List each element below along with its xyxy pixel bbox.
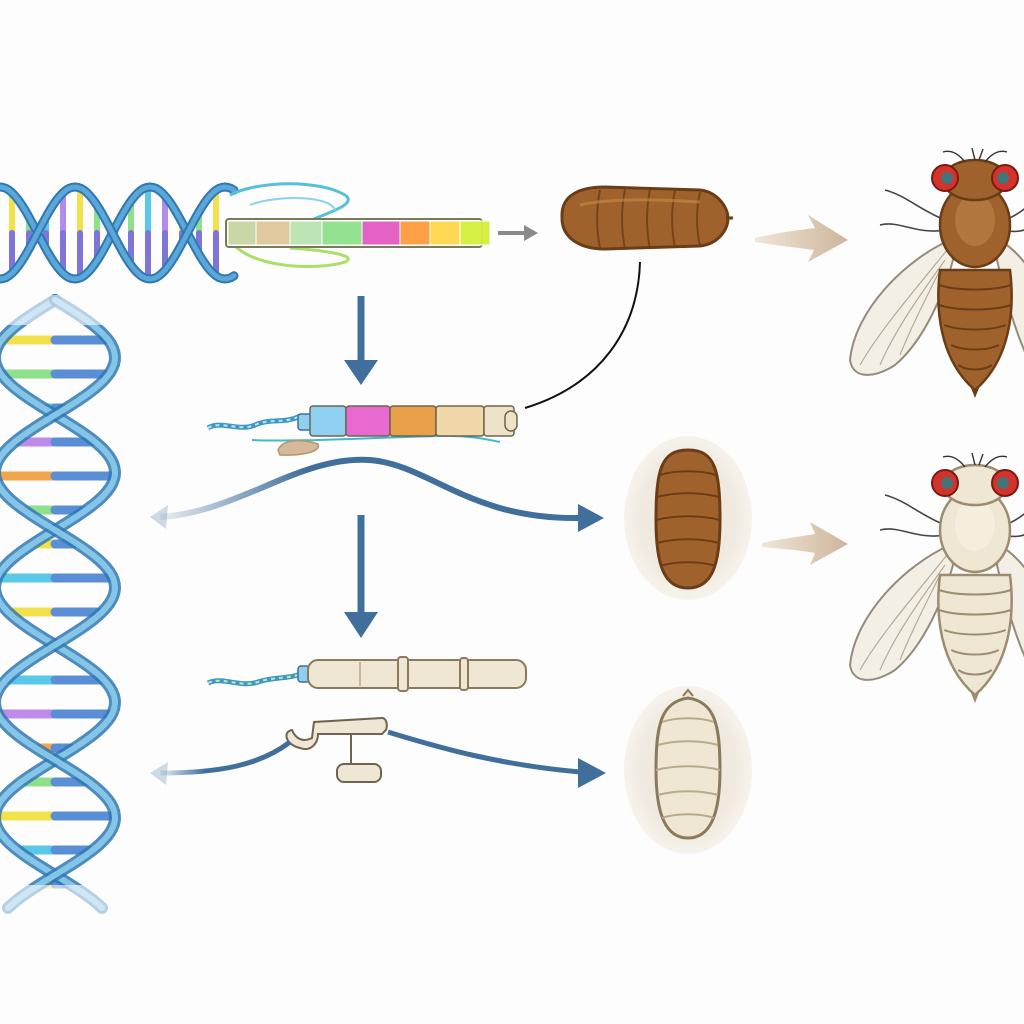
arrow-to-pupa-bottom (150, 729, 606, 788)
truncated-transcript-icon (206, 656, 527, 692)
connector-line (524, 261, 641, 409)
brown-fly-icon (848, 147, 1024, 398)
pigmented-pupa-icon (624, 436, 752, 600)
arrow-down-transcription (344, 296, 378, 385)
pigmented-pupa-icon (560, 185, 733, 251)
arrow-pupa-to-fly-bottom (762, 522, 848, 565)
gene-sequence-icon (225, 182, 491, 269)
pale-fly-icon (848, 452, 1024, 703)
dna-helix-icon (0, 182, 239, 284)
dna-helix-icon (0, 294, 140, 925)
arrow-down-truncation (344, 515, 378, 638)
broken-protein-icon (285, 716, 388, 783)
pigment-less-pupa-icon (624, 686, 752, 854)
arrow-to-pupa-middle (150, 456, 604, 532)
arrow-gene-to-pupa (498, 225, 538, 241)
mrna-strand-icon (206, 405, 518, 456)
arrow-pupa-to-fly-top (755, 215, 848, 262)
